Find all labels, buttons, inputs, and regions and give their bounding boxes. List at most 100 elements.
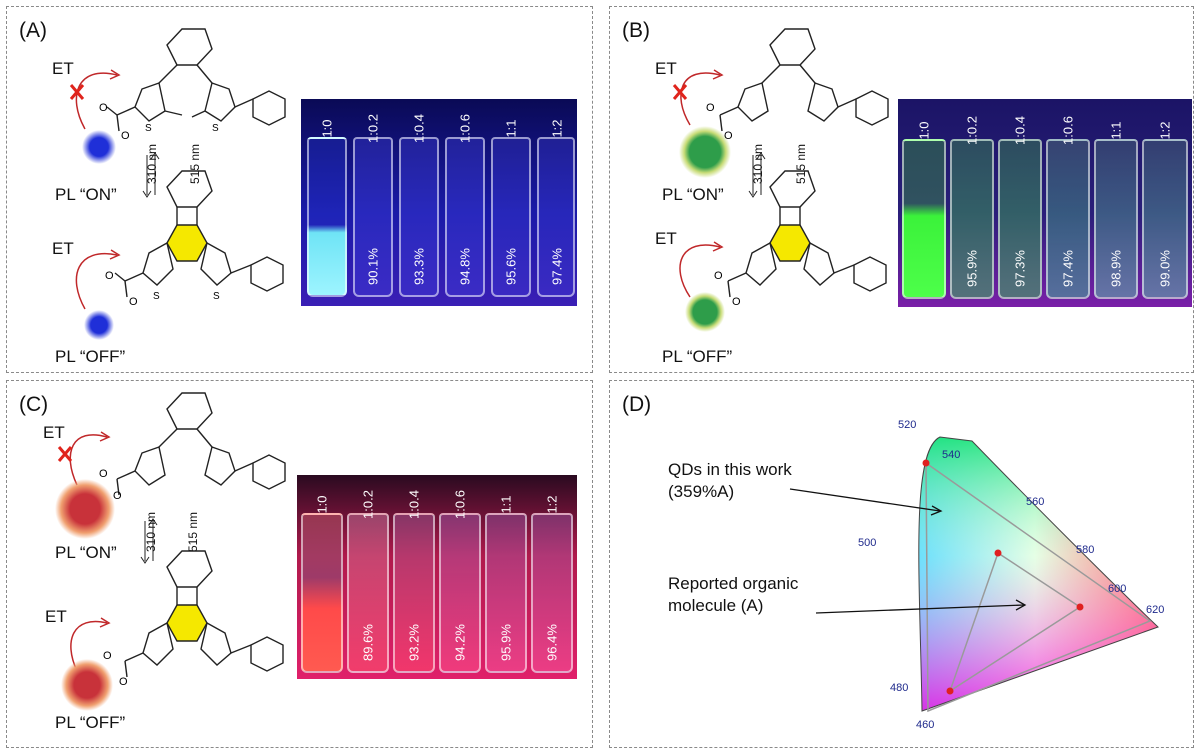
vial-3 <box>998 139 1042 299</box>
vial-6 <box>531 513 573 673</box>
annotation-qds-line2: (359%A) <box>668 482 735 501</box>
svg-text:O: O <box>121 130 130 142</box>
vial-4 <box>1046 139 1090 299</box>
ratio-label: 1:2 <box>544 495 560 514</box>
vial-6 <box>537 137 575 297</box>
svg-text:O: O <box>119 676 128 688</box>
ratio-label: 1:0.2 <box>964 116 980 145</box>
vial-1 <box>902 139 946 299</box>
efficiency-label: 95.9% <box>964 250 980 287</box>
ratio-label: 1:1 <box>1108 121 1124 140</box>
efficiency-label: 99.0% <box>1157 250 1173 287</box>
vial-1 <box>307 137 347 297</box>
ratio-label: 1:0.6 <box>452 490 468 519</box>
svg-text:O: O <box>99 102 108 114</box>
cross-icon <box>69 84 85 100</box>
svg-text:O: O <box>113 490 122 502</box>
et-label-off: ET <box>655 229 677 248</box>
ratio-label: 1:1 <box>498 495 514 514</box>
efficiency-label: 93.3% <box>411 248 427 285</box>
annotation-qds-line1: QDs in this work <box>668 460 792 479</box>
ratio-label: 1:0.2 <box>365 114 381 143</box>
wl-tick-520: 520 <box>898 419 916 431</box>
vial-2 <box>347 513 389 673</box>
panel-a: (A) ET ET PL “ON” PL “OFF” 310 nm 515 nm <box>6 6 593 373</box>
et-label-off: ET <box>52 239 74 258</box>
ratio-label: 1:1 <box>503 119 519 138</box>
svg-text:O: O <box>732 296 741 308</box>
efficiency-label: 96.4% <box>544 624 560 661</box>
pl-on-label: PL “ON” <box>55 543 117 562</box>
qd-dot-on <box>679 126 731 178</box>
et-label-on: ET <box>52 59 74 78</box>
panel-label: (D) <box>622 393 652 416</box>
ratio-label: 1:0 <box>314 495 330 514</box>
ratio-label: 1:0 <box>916 121 932 140</box>
efficiency-label: 93.2% <box>406 624 422 661</box>
efficiency-label: 95.6% <box>503 248 519 285</box>
qd-dot-off <box>61 659 113 711</box>
vial-2 <box>353 137 393 297</box>
ratio-label: 1:0 <box>319 119 335 138</box>
panel-d: (D) QDs in this work (359%A) Reported or… <box>609 380 1194 748</box>
qd-dot-off <box>84 310 114 340</box>
svg-text:O: O <box>99 468 108 480</box>
ratio-label: 1:0.2 <box>360 490 376 519</box>
vial-3 <box>393 513 435 673</box>
wl-tick-560: 560 <box>1026 496 1044 508</box>
wl-tick-620: 620 <box>1146 604 1164 616</box>
cie-diagram: 520 540 560 580 600 620 500 480 460 <box>789 419 1164 731</box>
pl-off-label: PL “OFF” <box>662 347 733 366</box>
efficiency-label: 95.9% <box>498 624 514 661</box>
molecule-scheme: OO OO <box>55 392 286 711</box>
panel-c: (C) ET ET PL “ON” PL “OFF” 310 nm 515 nm… <box>6 380 593 748</box>
pl-off-label: PL “OFF” <box>55 347 126 366</box>
vial-photo: 1:0 1:0.2 1:0.4 1:0.6 1:1 1:2 90.1% 93.3… <box>301 99 577 306</box>
svg-text:S: S <box>213 291 220 302</box>
vial-5 <box>491 137 531 297</box>
efficiency-label: 97.3% <box>1012 250 1028 287</box>
efficiency-label: 94.2% <box>452 624 468 661</box>
organic-vertex <box>994 549 1002 557</box>
svg-text:O: O <box>129 296 138 308</box>
wl-tick-460: 460 <box>916 719 934 731</box>
svg-text:O: O <box>103 650 112 662</box>
vial-1 <box>301 513 343 673</box>
vial-4 <box>445 137 485 297</box>
annotation-qds: QDs in this work (359%A) <box>668 459 792 503</box>
pl-off-label: PL “OFF” <box>55 713 126 732</box>
efficiency-label: 89.6% <box>360 624 376 661</box>
wl-tick-480: 480 <box>890 682 908 694</box>
ratio-label: 1:2 <box>549 119 565 138</box>
wl-tick-580: 580 <box>1076 544 1094 556</box>
panel-b: (B) ET ET PL “ON” PL “OFF” 310 nm 515 nm… <box>609 6 1194 373</box>
organic-vertex <box>1076 603 1084 611</box>
ratio-label: 1:0.4 <box>1012 116 1028 145</box>
organic-vertex <box>946 687 954 695</box>
ratio-label: 1:0.4 <box>406 490 422 519</box>
molecule-scheme: O O O O <box>672 28 889 332</box>
svg-text:S: S <box>212 123 219 134</box>
svg-text:O: O <box>714 270 723 282</box>
vial-4 <box>439 513 481 673</box>
svg-text:O: O <box>706 102 715 114</box>
svg-text:O: O <box>724 130 733 142</box>
wl-tick-500: 500 <box>858 537 876 549</box>
efficiency-label: 90.1% <box>365 248 381 285</box>
svg-text:S: S <box>153 291 160 302</box>
efficiency-label: 94.8% <box>457 248 473 285</box>
ratio-label: 1:0.6 <box>1060 116 1076 145</box>
vial-3 <box>399 137 439 297</box>
svg-text:O: O <box>105 270 114 282</box>
vial-6 <box>1142 139 1188 299</box>
et-label-off: ET <box>45 607 67 626</box>
vial-5 <box>485 513 527 673</box>
organic-gamut-triangle <box>948 551 1082 693</box>
annotation-organic: Reported organic molecule (A) <box>668 573 798 617</box>
efficiency-label: 97.4% <box>1060 250 1076 287</box>
pl-on-label: PL “ON” <box>55 185 117 204</box>
et-arrow <box>75 72 118 130</box>
panel-label: (B) <box>622 19 650 42</box>
ratio-label: 1:0.4 <box>411 114 427 143</box>
